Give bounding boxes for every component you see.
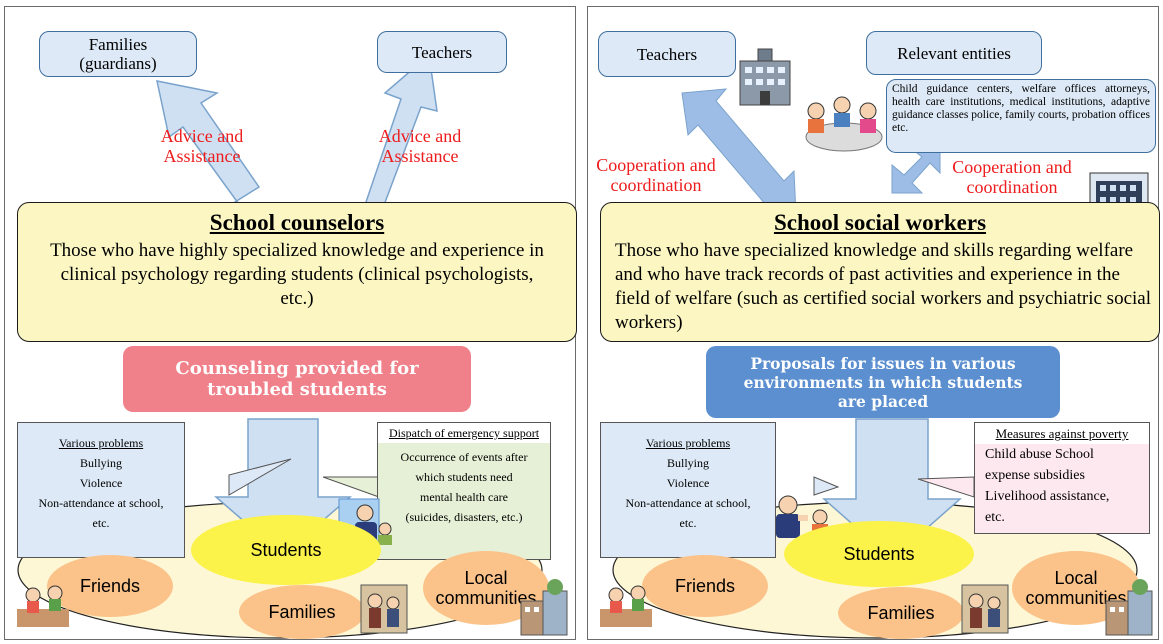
friends-ellipse: Friends [642,555,768,617]
problems-callout-tail [228,458,292,496]
proposals-pill-label: Proposals for issues in various environm… [743,353,1023,411]
poverty-line-3: Livelihood assistance, [985,489,1110,504]
counselors-description: Those who have highly specialized knowle… [50,240,544,309]
advice-arrow-left [156,80,261,208]
problems-item-2: Violence [79,476,123,490]
problems-item-3: Non-attendance at school, [38,496,164,510]
local-communities-label: Local communities [435,568,537,608]
families-box: Families (guardians) [39,31,197,77]
cooperation-arrow-right [891,146,941,194]
emergency-line-1: Occurrence of events after [400,450,528,464]
emergency-line-4: (suicides, disasters, etc.) [405,510,523,524]
families-label: Families (guardians) [79,35,157,73]
proposals-pill: Proposals for issues in various environm… [706,346,1060,418]
right-panel: Teachers Relevant entities Child guidanc… [587,6,1160,640]
counselors-title: School counselors [209,210,385,235]
teachers-label: Teachers [411,42,473,62]
friends-label: Friends [79,576,141,596]
poverty-line-4: etc. [985,510,1005,525]
families-ellipse: Families [239,585,365,639]
problems-callout: Various problems Bullying Violence Non-a… [600,422,776,558]
counselor-person-icon [335,495,397,547]
problems-heading: Various problems [58,436,144,450]
emergency-line-3: mental health care [420,490,508,504]
students-ellipse: Students [784,521,974,587]
counselors-box: School counselors Those who have highly … [17,202,577,342]
social-workers-description: Those who have specialized knowledge and… [615,240,1151,333]
emergency-line-2: which students need [415,470,513,484]
advice-label-left: Advice and Assistance [160,126,244,166]
families-ellipse-label: Families [268,602,336,622]
relevant-entities-label: Relevant entities [897,43,1011,63]
problems-callout: Various problems Bullying Violence Non-a… [17,422,185,558]
left-panel: Families (guardians) Teachers Advice and… [4,6,577,640]
social-workers-title: School social workers [773,210,987,235]
friends-label: Friends [674,576,736,596]
problems-item-3: Non-attendance at school, [625,496,751,510]
poverty-line-1: Child abuse School [985,447,1094,462]
town-icon [515,579,571,637]
school-building-icon [734,47,796,109]
family-icon [960,583,1010,635]
entities-note-text: Child guidance centers, welfare offices … [892,83,1150,134]
poverty-line-2: expense subsidies [985,468,1085,483]
problems-item-4: etc. [92,516,110,530]
emergency-callout-tail [322,476,380,498]
family-icon [359,583,409,635]
relevant-entities-box: Relevant entities [866,31,1042,75]
problems-item-4: etc. [679,516,697,530]
teachers-box: Teachers [377,31,507,73]
teachers-box: Teachers [598,31,736,77]
advice-label-right: Advice and Assistance [378,126,462,166]
cooperation-label-right: Cooperation and coordination [952,157,1072,197]
problems-item-1: Bullying [79,456,122,470]
counseling-pill: Counseling provided for troubled student… [123,346,471,412]
cooperation-label-left: Cooperation and coordination [596,155,716,195]
town-icon [1100,579,1156,637]
problems-item-1: Bullying [666,456,709,470]
emergency-heading: Dispatch of emergency support [378,423,550,443]
child-playing-icon [598,579,654,629]
problems-callout-tail [813,476,840,496]
friends-ellipse: Friends [47,555,173,617]
local-communities-label: Local communities [1025,568,1127,608]
entities-note: Child guidance centers, welfare offices … [886,79,1156,153]
problems-item-2: Violence [666,476,710,490]
child-playing-icon [15,579,71,629]
poverty-heading: Measures against poverty [975,423,1149,444]
families-ellipse-label: Families [867,603,935,623]
families-ellipse: Families [838,587,964,639]
poverty-callout: Measures against poverty Child abuse Sch… [974,422,1150,534]
problems-heading: Various problems [645,436,731,450]
counseling-pill-label: Counseling provided for troubled student… [175,358,419,400]
social-workers-box: School social workers Those who have spe… [600,202,1160,342]
students-label: Students [843,544,915,564]
students-label: Students [250,540,322,560]
emergency-callout: Dispatch of emergency support Occurrence… [377,422,551,560]
teachers-label: Teachers [636,44,698,64]
students-ellipse: Students [191,515,381,585]
meeting-people-icon [794,93,892,157]
